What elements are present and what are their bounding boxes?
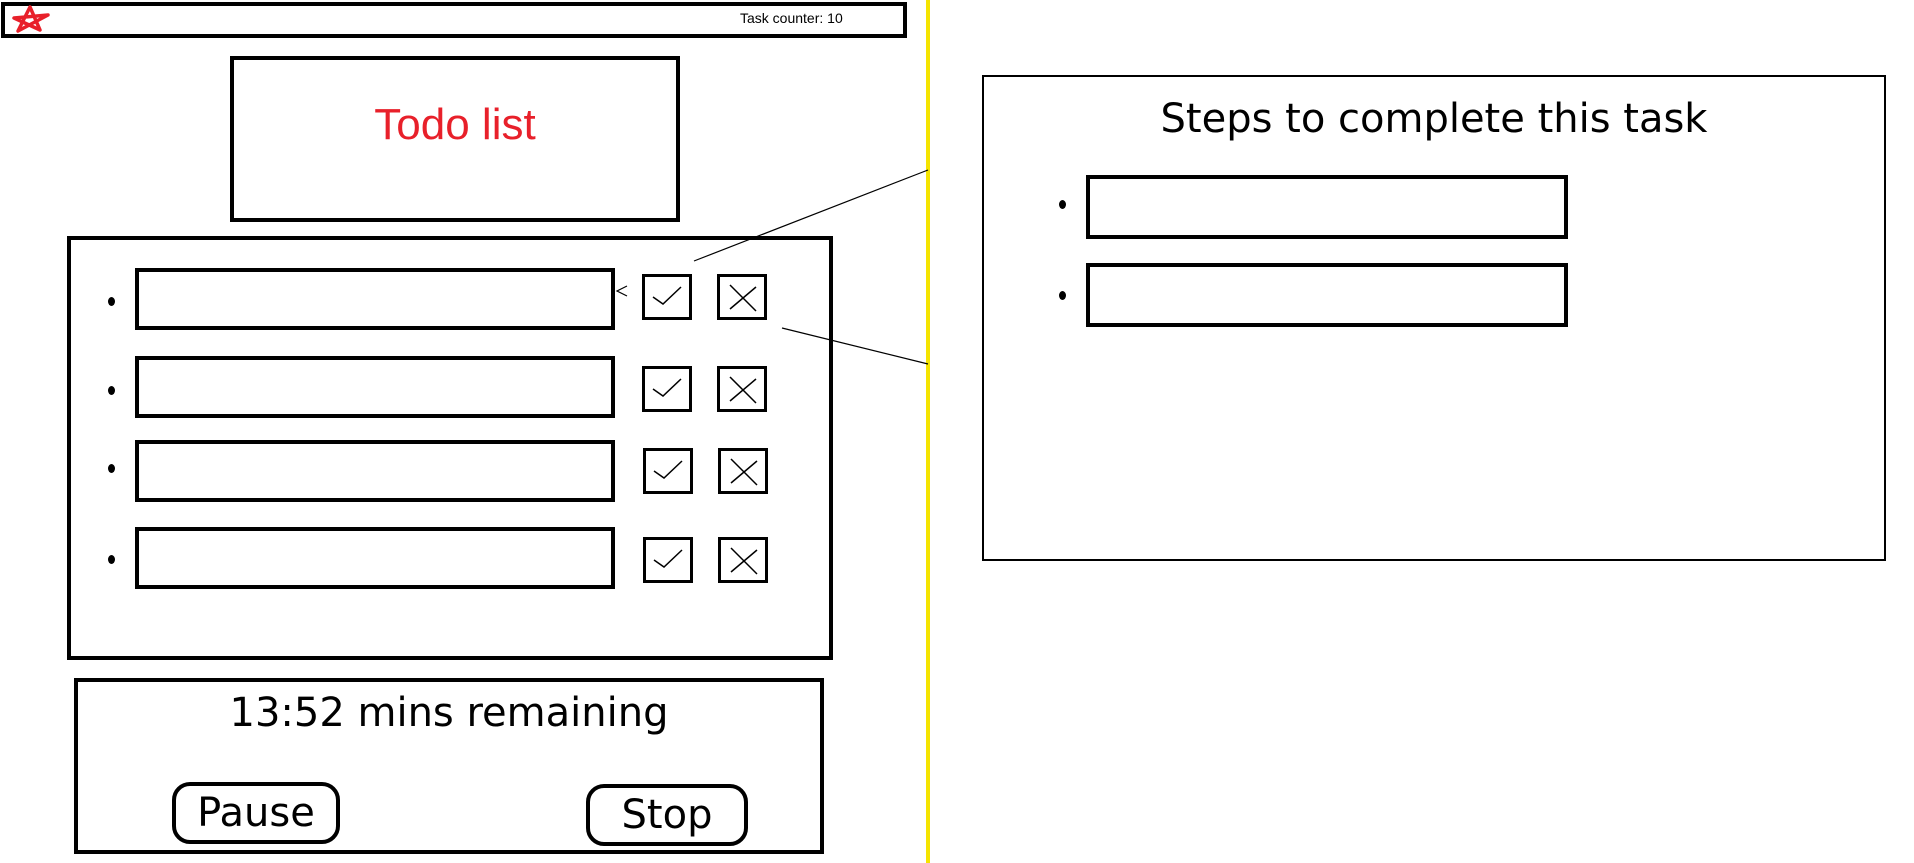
- task-input-3[interactable]: [135, 440, 615, 502]
- x-icon: [730, 458, 758, 486]
- step-bullet: [1059, 200, 1066, 209]
- remove-task-button-3[interactable]: [718, 448, 768, 494]
- stop-button[interactable]: Stop: [586, 784, 748, 846]
- remove-task-button-1[interactable]: [717, 274, 767, 320]
- star-logo-icon: [12, 5, 50, 33]
- task-bullet: [108, 464, 115, 473]
- complete-task-button-3[interactable]: [643, 448, 693, 494]
- task-counter: Task counter: 10: [740, 10, 843, 26]
- step-bullet: [1059, 291, 1066, 300]
- task-bullet: [108, 555, 115, 564]
- page-title: Todo list: [374, 100, 536, 149]
- x-icon: [730, 547, 758, 575]
- task-input-4[interactable]: [135, 527, 615, 589]
- check-icon: [653, 549, 683, 568]
- check-icon: [653, 460, 683, 479]
- check-icon: [652, 378, 682, 397]
- complete-task-button-1[interactable]: [642, 274, 692, 320]
- step-input-1[interactable]: [1086, 175, 1568, 239]
- task-input-2[interactable]: [135, 356, 615, 418]
- x-icon: [729, 376, 757, 404]
- task-bullet: [108, 297, 115, 306]
- step-input-2[interactable]: [1086, 263, 1568, 327]
- time-remaining: 13:52 mins remaining: [229, 690, 669, 736]
- complete-task-button-4[interactable]: [643, 537, 693, 583]
- task-input-1[interactable]: [135, 268, 615, 330]
- check-icon: [652, 286, 682, 305]
- top-bar: [1, 2, 907, 38]
- complete-task-button-2[interactable]: [642, 366, 692, 412]
- remove-task-button-2[interactable]: [717, 366, 767, 412]
- x-icon: [729, 284, 757, 312]
- title-box: [230, 56, 680, 222]
- task-bullet: [108, 386, 115, 395]
- remove-task-button-4[interactable]: [718, 537, 768, 583]
- pause-button[interactable]: Pause: [172, 782, 340, 844]
- panel-divider: [926, 0, 930, 863]
- steps-title: Steps to complete this task: [1160, 96, 1708, 142]
